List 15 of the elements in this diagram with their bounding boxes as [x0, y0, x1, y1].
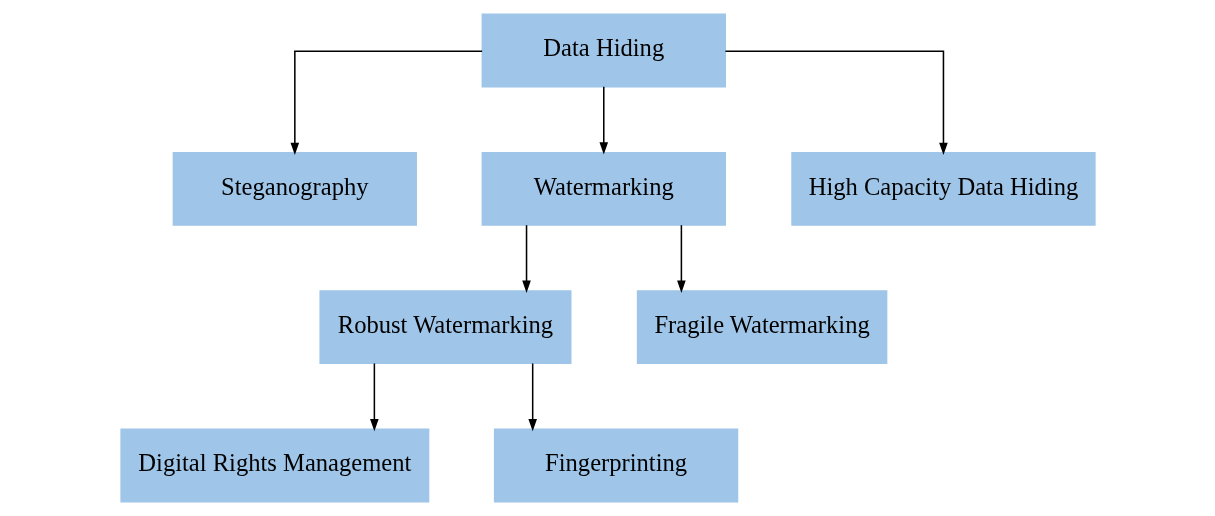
- arrow: [676, 224, 686, 293]
- node-box: Fragile Watermarking: [636, 290, 887, 365]
- arrow: [598, 86, 608, 155]
- node-box: Watermarking: [481, 151, 726, 226]
- arrow: [290, 50, 483, 155]
- arrow: [724, 50, 948, 155]
- node-box: Robust Watermarking: [318, 290, 571, 365]
- arrow: [369, 362, 379, 432]
- arrow: [527, 362, 537, 432]
- node-box: High Capacity Data Hiding: [790, 151, 1096, 226]
- node-box: Fingerprinting: [493, 428, 738, 503]
- node-box: Digital Rights Management: [119, 428, 429, 503]
- node-box: Data Hiding: [481, 13, 726, 88]
- arrow: [521, 224, 531, 293]
- node-box: Steganography: [172, 151, 417, 226]
